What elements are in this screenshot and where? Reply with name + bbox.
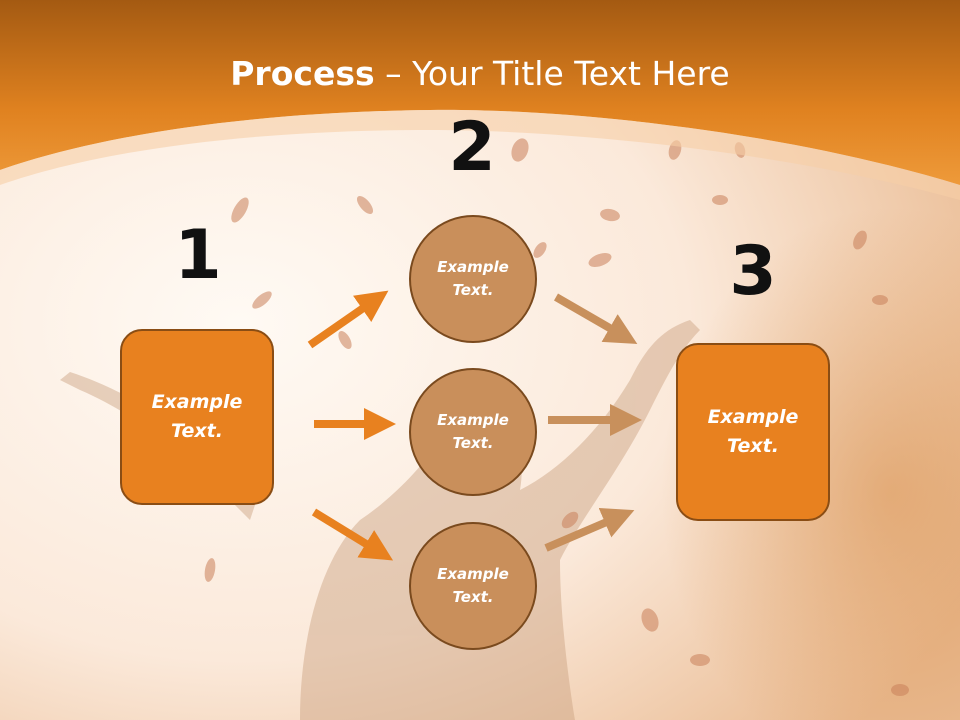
circle-top: Example Text.	[409, 215, 537, 343]
arrow-left-bottom	[311, 508, 394, 561]
arrow-right-bottom	[544, 508, 635, 552]
circle-bottom: Example Text.	[409, 522, 537, 650]
left-box-text: Example Text.	[151, 391, 243, 442]
step-number-3: 3	[729, 232, 777, 311]
title-rest: – Your Title Text Here	[374, 54, 730, 93]
circle-middle-text: Example Text.	[437, 411, 509, 452]
circle-bottom-text: Example Text.	[437, 565, 509, 606]
circle-top-text: Example Text.	[437, 258, 509, 299]
arrow-right-top	[553, 293, 638, 345]
slide-title: Process – Your Title Text Here	[0, 52, 960, 96]
right-box-text: Example Text.	[707, 406, 799, 457]
circle-middle: Example Text.	[409, 368, 537, 496]
step-number-1: 1	[174, 216, 222, 295]
left-process-box: Example Text.	[120, 329, 274, 505]
step-number-2: 2	[448, 108, 496, 187]
title-bold: Process	[230, 54, 375, 93]
arrow-left-top	[307, 290, 389, 349]
right-process-box: Example Text.	[676, 343, 830, 521]
